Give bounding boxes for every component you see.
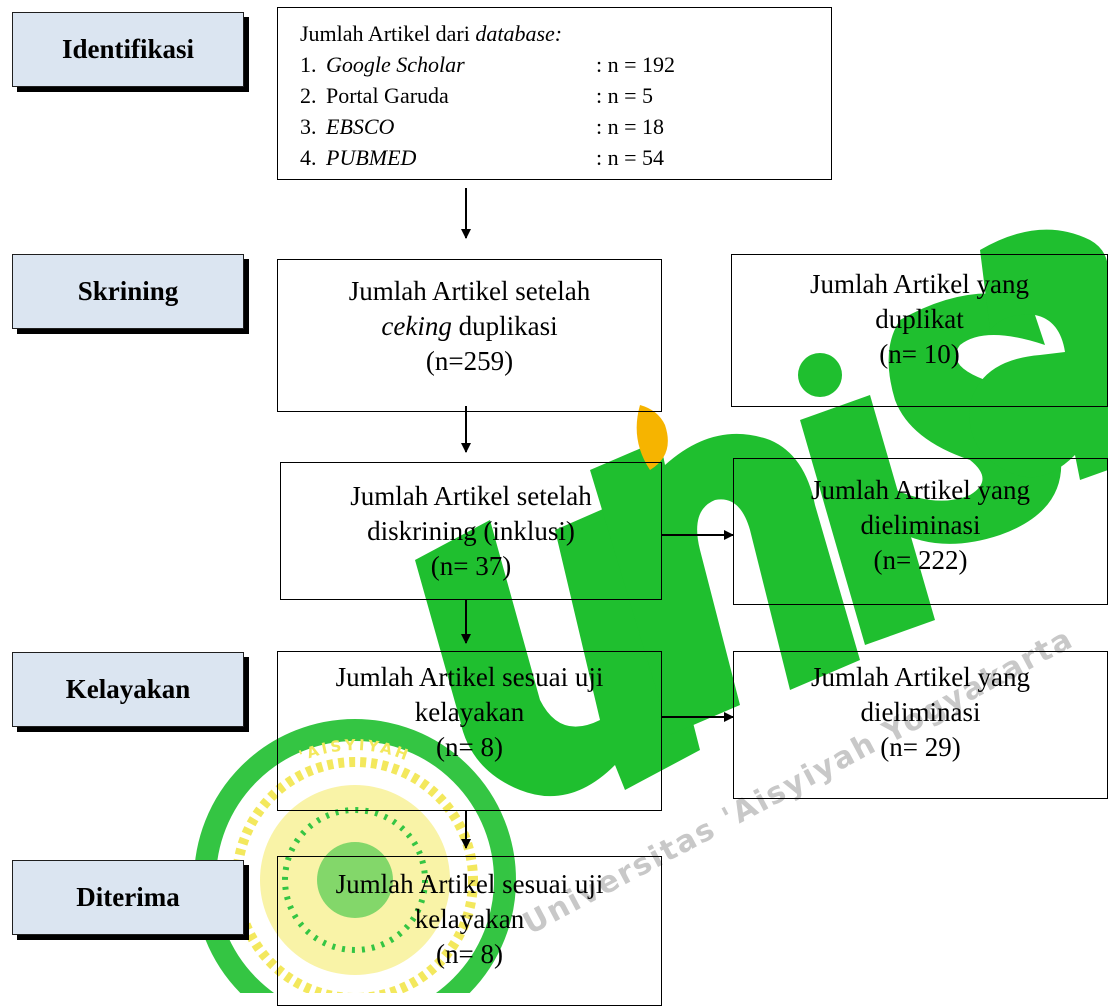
eligibility-line1: Jumlah Artikel sesuai uji xyxy=(335,662,604,692)
screening-line1: Jumlah Artikel setelah xyxy=(348,276,591,306)
inclusion-box: Jumlah Artikel setelah diskrining (inklu… xyxy=(280,462,662,600)
source-name: PUBMED xyxy=(326,145,417,170)
eliminated-screening-line1: Jumlah Artikel yang xyxy=(811,475,1030,505)
source-number: 3. xyxy=(300,114,317,139)
duplicates-line1: Jumlah Artikel yang xyxy=(810,269,1029,299)
screening-line2-italic: ceking xyxy=(381,311,452,341)
eligibility-box: Jumlah Artikel sesuai uji kelayakan (n= … xyxy=(277,651,662,811)
eliminated-eligibility-line2: dieliminasi xyxy=(860,697,981,727)
screening-box: Jumlah Artikel setelah ceking duplikasi … xyxy=(277,259,662,412)
eliminated-eligibility-count: (n= 29) xyxy=(880,732,961,762)
source-name: EBSCO xyxy=(326,114,395,139)
stage-diterima: Diterima xyxy=(12,860,244,935)
screening-line2: ceking duplikasi xyxy=(381,309,557,344)
source-count: : n = 5 xyxy=(596,83,654,108)
accepted-box: Jumlah Artikel sesuai uji kelayakan (n= … xyxy=(277,856,662,1006)
eligibility-count: (n= 8) xyxy=(436,732,503,762)
inclusion-line1: Jumlah Artikel setelah xyxy=(350,481,592,511)
screening-count: (n=259) xyxy=(425,346,514,376)
source-number: 4. xyxy=(300,145,317,170)
stage-skrining: Skrining xyxy=(12,254,244,329)
inclusion-count: (n= 37) xyxy=(430,551,512,581)
duplicates-line2: duplikat xyxy=(875,304,964,334)
identification-box: Jumlah Artikel dari database: 1. Google … xyxy=(277,7,832,180)
duplicates-box: Jumlah Artikel yang duplikat (n= 10) xyxy=(731,254,1108,407)
eliminated-screening-count: (n= 222) xyxy=(873,545,968,575)
screening-line2-rest: duplikasi xyxy=(451,311,558,341)
eliminated-screening-line2: dieliminasi xyxy=(860,510,981,540)
source-count: : n = 192 xyxy=(596,52,676,77)
eliminated-eligibility-box: Jumlah Artikel yang dieliminasi (n= 29) xyxy=(733,651,1108,799)
stage-skrining-label: Skrining xyxy=(77,276,179,306)
identification-heading: Jumlah Artikel dari database: xyxy=(300,18,831,49)
eliminated-eligibility-line1: Jumlah Artikel yang xyxy=(811,662,1030,692)
source-count: : n = 54 xyxy=(596,145,665,170)
eligibility-line2: kelayakan xyxy=(414,697,525,727)
identification-heading-italic: database: xyxy=(475,21,563,46)
source-row: 3. EBSCO : n = 18 xyxy=(300,111,831,142)
stage-kelayakan: Kelayakan xyxy=(12,652,244,727)
source-name: Portal Garuda xyxy=(326,83,449,108)
stage-diterima-label: Diterima xyxy=(76,882,180,912)
duplicates-count: (n= 10) xyxy=(879,339,960,369)
source-count: : n = 18 xyxy=(596,114,665,139)
source-row: 4. PUBMED : n = 54 xyxy=(300,142,831,173)
stage-kelayakan-label: Kelayakan xyxy=(65,674,191,704)
identification-heading-text: Jumlah Artikel dari xyxy=(300,21,470,46)
accepted-line1: Jumlah Artikel sesuai uji xyxy=(335,869,604,899)
source-row: 1. Google Scholar : n = 192 xyxy=(300,49,831,80)
stage-identifikasi-label: Identifikasi xyxy=(61,34,195,64)
source-number: 1. xyxy=(300,52,317,77)
accepted-count: (n= 8) xyxy=(436,939,503,969)
stage-identifikasi: Identifikasi xyxy=(12,12,244,87)
inclusion-line2: diskrining (inklusi) xyxy=(367,516,575,546)
source-row: 2. Portal Garuda : n = 5 xyxy=(300,80,831,111)
accepted-line2: kelayakan xyxy=(414,904,525,934)
source-name: Google Scholar xyxy=(326,52,465,77)
source-number: 2. xyxy=(300,83,317,108)
